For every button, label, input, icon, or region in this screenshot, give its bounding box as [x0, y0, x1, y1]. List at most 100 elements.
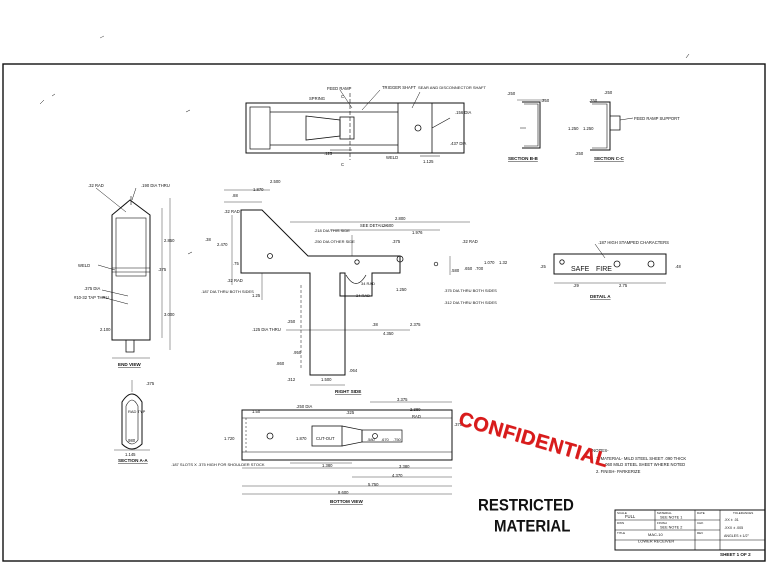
- section-cc: .250 .250 1.250 1.250 .250 FEED RAMP SUP…: [568, 90, 680, 161]
- label-rs-d375: .375: [392, 239, 401, 244]
- top-view: FEED RAMP TRIGGER SHAFT SEAR AND DISCONN…: [245, 85, 486, 167]
- tb-scale-lbl: SCALE: [617, 511, 627, 515]
- label-rs-dia187: .187 DIA THRU BOTH SIDES: [201, 289, 254, 294]
- label-cc-feed: FEED RAMP SUPPORT: [634, 116, 680, 121]
- label-rs-d650: .650: [464, 266, 473, 271]
- tb-rev: REV: [697, 531, 703, 535]
- label-rs-rad1: 34 RAD: [361, 281, 375, 286]
- label-da-fire: FIRE: [596, 266, 612, 273]
- label-bv-d325: .325: [346, 410, 355, 415]
- label-da-safe: SAFE: [571, 266, 590, 273]
- tb-t1: .XX ± .01: [724, 518, 739, 522]
- label-bb-d1: .250: [507, 91, 516, 96]
- label-rs-sec-a: SEE DETAIL A: [360, 223, 388, 228]
- label-bv-d8600: 8.600: [338, 490, 349, 495]
- label-bv-da: .580: [367, 437, 376, 442]
- label-rs-d75: .75: [233, 261, 239, 266]
- label-c-top: C: [341, 94, 344, 99]
- scan-marks: [39, 35, 690, 255]
- label-dim-1125: 1.125: [423, 159, 434, 164]
- label-ev-thru: .190 DIA THRU: [141, 183, 170, 188]
- detail-a-title: DETAIL A: [590, 294, 611, 299]
- label-cc-d3: 1.250: [568, 126, 579, 131]
- section-aa: .375 RAD TYP .980 1.145 SECTION A-A: [114, 380, 155, 463]
- label-da-d48: .48: [675, 264, 681, 269]
- label-rs-r32b: .32 RAD: [227, 278, 243, 283]
- label-rs-dia312: .312 DIA THRU BOTH SIDES: [444, 300, 497, 305]
- label-rs-d580: .580: [451, 268, 460, 273]
- bottom-view: 1.50 .250 DIA 3.375 2.380 RAD .325 1.720…: [171, 397, 463, 504]
- notes-title: NOTES-: [592, 448, 609, 453]
- label-rs-d064: .064: [349, 368, 358, 373]
- label-cc-d4: 1.250: [583, 126, 594, 131]
- right-side-title: RIGHT SIDE: [335, 389, 361, 394]
- label-rs-d1250: 1.250: [396, 287, 407, 292]
- label-rs-rad2: 34 RAD: [356, 293, 370, 298]
- section-bb: .250 .250 SECTION B-B: [507, 91, 550, 161]
- label-ev-h3000: 3.000: [164, 312, 175, 317]
- sheet-border: [2, 63, 766, 562]
- label-spring: SPRING: [309, 96, 325, 101]
- end-view: .32 RAD .190 DIA THRU WELD .375 DIA #10-…: [74, 183, 175, 367]
- tb-finish: SEE NOTE 2: [660, 526, 682, 530]
- label-rs-dia250: .250 DIA OTHER SIDE: [314, 239, 355, 244]
- restricted-stamp: RESTRICTED MATERIAL: [478, 495, 574, 537]
- label-cc-d1: .250: [604, 90, 613, 95]
- tb-part: LOWER RECEIVER: [638, 539, 674, 544]
- label-bv-d3375: 3.375: [397, 397, 408, 402]
- tb-scale: FULL: [625, 514, 636, 519]
- tb-t2: .XXX ± .005: [724, 526, 743, 530]
- label-rs-d1500: 1.500: [321, 377, 332, 382]
- tb-angles: ANGLES ± 1/2°: [724, 534, 750, 538]
- label-feed-ramp: FEED RAMP: [327, 86, 352, 91]
- label-ev-r32: .32 RAD: [88, 183, 104, 188]
- tb-material: SEE NOTE 1: [660, 516, 682, 520]
- label-bv-rad: RAD: [412, 414, 421, 419]
- label-cc-d5: .250: [575, 151, 584, 156]
- label-da-chars: .187 HIGH STAMPED CHARACTERS: [598, 240, 669, 245]
- label-rs-d2470: 2.470: [217, 242, 228, 247]
- label-bv-d1380: 1.380: [322, 463, 333, 468]
- tb-tol: TOLERANCES: [733, 511, 753, 515]
- label-da-d29: .29: [573, 283, 579, 288]
- label-rs-d2375: 2.375: [410, 322, 421, 327]
- sheet-label: SHEET 1 OF 2: [720, 552, 751, 557]
- detail-a: .187 HIGH STAMPED CHARACTERS SAFE FIRE .…: [540, 240, 681, 299]
- label-dim-437: .437 DIA: [450, 141, 467, 146]
- label-rs-d250: .250: [287, 319, 296, 324]
- label-bv-d3380: 3.380: [399, 464, 410, 469]
- label-rs-d0860: .860: [276, 361, 285, 366]
- label-rs-d950: .950: [293, 350, 302, 355]
- label-ev-w375: .375: [158, 267, 167, 272]
- section-aa-title: SECTION A-A: [118, 458, 148, 463]
- label-rs-d125: 1.25: [252, 293, 261, 298]
- label-rs-d1870: 1.870: [253, 187, 264, 192]
- right-side-view: 2.500 1.870 .88 .32 RAD 2.470 .75 .38 .3…: [201, 179, 508, 394]
- tb-title-lbl: TITLE: [617, 531, 625, 535]
- tb-dwn: DWN: [617, 521, 624, 525]
- label-aa-d375: .375: [146, 381, 155, 386]
- section-bb-title: SECTION B-B: [508, 156, 539, 161]
- label-bv-d4370: 4.370: [392, 473, 403, 478]
- label-rs-d2800: 2.800: [395, 216, 406, 221]
- label-bv-d1720: 1.720: [224, 436, 235, 441]
- label-rs-d3: .88: [232, 193, 238, 198]
- label-cc-d2: .250: [589, 98, 598, 103]
- label-da-d25: .25: [540, 264, 546, 269]
- end-view-title: END VIEW: [118, 362, 141, 367]
- label-trigger-shaft: TRIGGER SHAFT: [382, 85, 416, 90]
- label-ev-w2: 2.100: [100, 327, 111, 332]
- label-aa-d980: .980: [127, 438, 136, 443]
- label-dim-156: .156 DIA: [455, 110, 472, 115]
- label-rs-r32c: .32 RAD: [462, 239, 478, 244]
- restricted-stamp-line1: RESTRICTED: [478, 496, 574, 515]
- label-bv-d375: .375: [454, 422, 463, 427]
- label-bv-dc: .750: [393, 437, 402, 442]
- tb-material-lbl: MATERIAL: [657, 511, 672, 515]
- label-rs-dia375: .375 DIA THRU BOTH SIDES: [444, 288, 497, 293]
- section-cc-title: SECTION C-C: [594, 156, 625, 161]
- label-rs-r32a: .32 RAD: [224, 209, 240, 214]
- tb-finish-lbl: FINISH: [657, 521, 667, 525]
- label-bv-d5750: 5.750: [368, 482, 379, 487]
- label-rs-d1: .38: [205, 237, 211, 242]
